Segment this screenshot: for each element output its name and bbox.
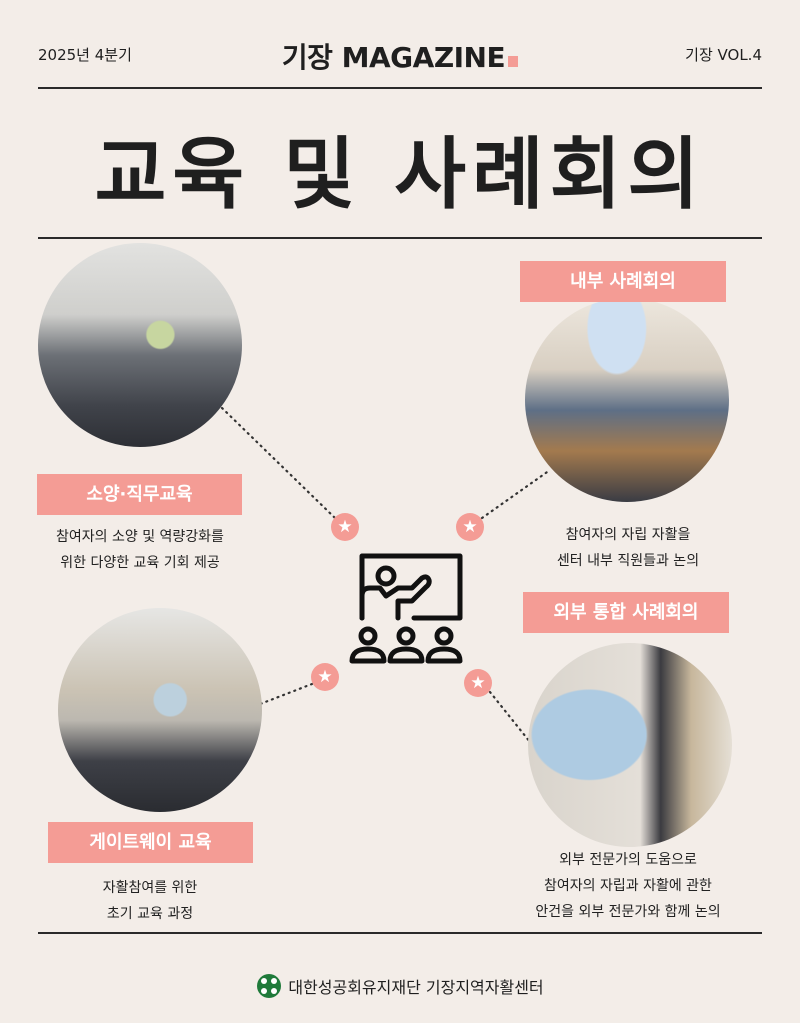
page-title: 교육 및 사례회의 [94, 130, 706, 220]
photo-external-case-meeting [528, 643, 732, 847]
star-icon: ★ [464, 669, 492, 697]
teacher-presentation-icon [349, 553, 463, 664]
divider-bottom [38, 932, 762, 934]
brand-text: 기장 MAGAZINE [281, 41, 506, 74]
section-label: 외부 통합 사례회의 [523, 592, 729, 633]
divider-top [38, 87, 762, 89]
connector-line [253, 682, 314, 708]
organization-logo-icon [257, 974, 282, 998]
photo-internal-case-meeting [525, 298, 729, 502]
brand-dot [508, 56, 519, 67]
footer: 대한성공회유지재단 기장지역자활센터 [0, 973, 800, 999]
star-icon: ★ [311, 663, 339, 691]
divider-title [38, 237, 762, 239]
photo-gateway-training [58, 608, 262, 812]
connector-line [220, 406, 337, 520]
connector-line [488, 690, 532, 744]
connector-line [480, 468, 552, 520]
star-icon: ★ [456, 513, 484, 541]
section-label: 소양·직무교육 [37, 474, 242, 515]
section-label: 내부 사례회의 [520, 261, 726, 302]
photo-competency-training [38, 243, 242, 447]
star-icon: ★ [331, 513, 359, 541]
issue-date: 2025년 4분기 [38, 46, 132, 64]
volume: 기장 VOL.4 [685, 46, 762, 64]
section-label: 게이트웨이 교육 [48, 822, 253, 863]
magazine-brand: 기장 MAGAZINE [0, 36, 800, 76]
organization-name: 대한성공회유지재단 기장지역자활센터 [288, 978, 544, 997]
